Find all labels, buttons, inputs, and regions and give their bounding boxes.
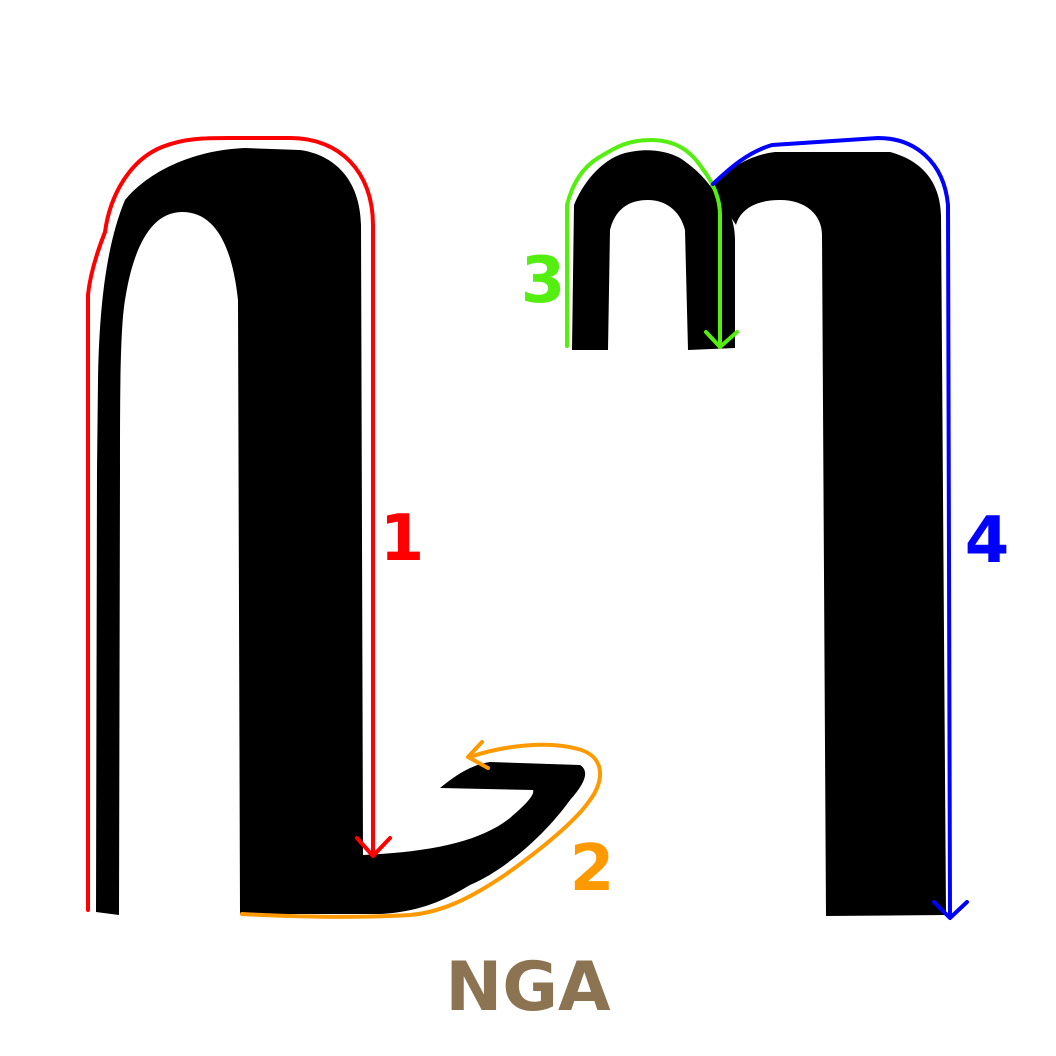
stroke-2-arrowhead	[466, 740, 490, 770]
stroke-number-3: 3	[521, 244, 566, 318]
stroke-number-1: 1	[380, 502, 425, 576]
letter-glyph	[96, 148, 946, 916]
glyph-right-stem	[710, 152, 946, 916]
stroke-4-arrowhead	[932, 900, 969, 920]
stroke-number-2: 2	[570, 832, 615, 906]
stroke-1-arrowhead	[355, 836, 392, 858]
stroke-1-path	[86, 136, 375, 912]
stroke-number-4: 4	[965, 504, 1010, 578]
letter-name-caption: NGA	[445, 948, 611, 1027]
stroke-4: 4	[711, 136, 1010, 920]
stroke-2: 2	[240, 740, 615, 919]
stroke-2-path	[240, 742, 603, 919]
glyph-left-arch	[96, 148, 586, 915]
glyph-small-hump	[572, 150, 735, 350]
stroke-4-path	[711, 136, 952, 918]
stroke-3-arrowhead	[704, 330, 739, 349]
stroke-1: 1	[86, 136, 425, 912]
